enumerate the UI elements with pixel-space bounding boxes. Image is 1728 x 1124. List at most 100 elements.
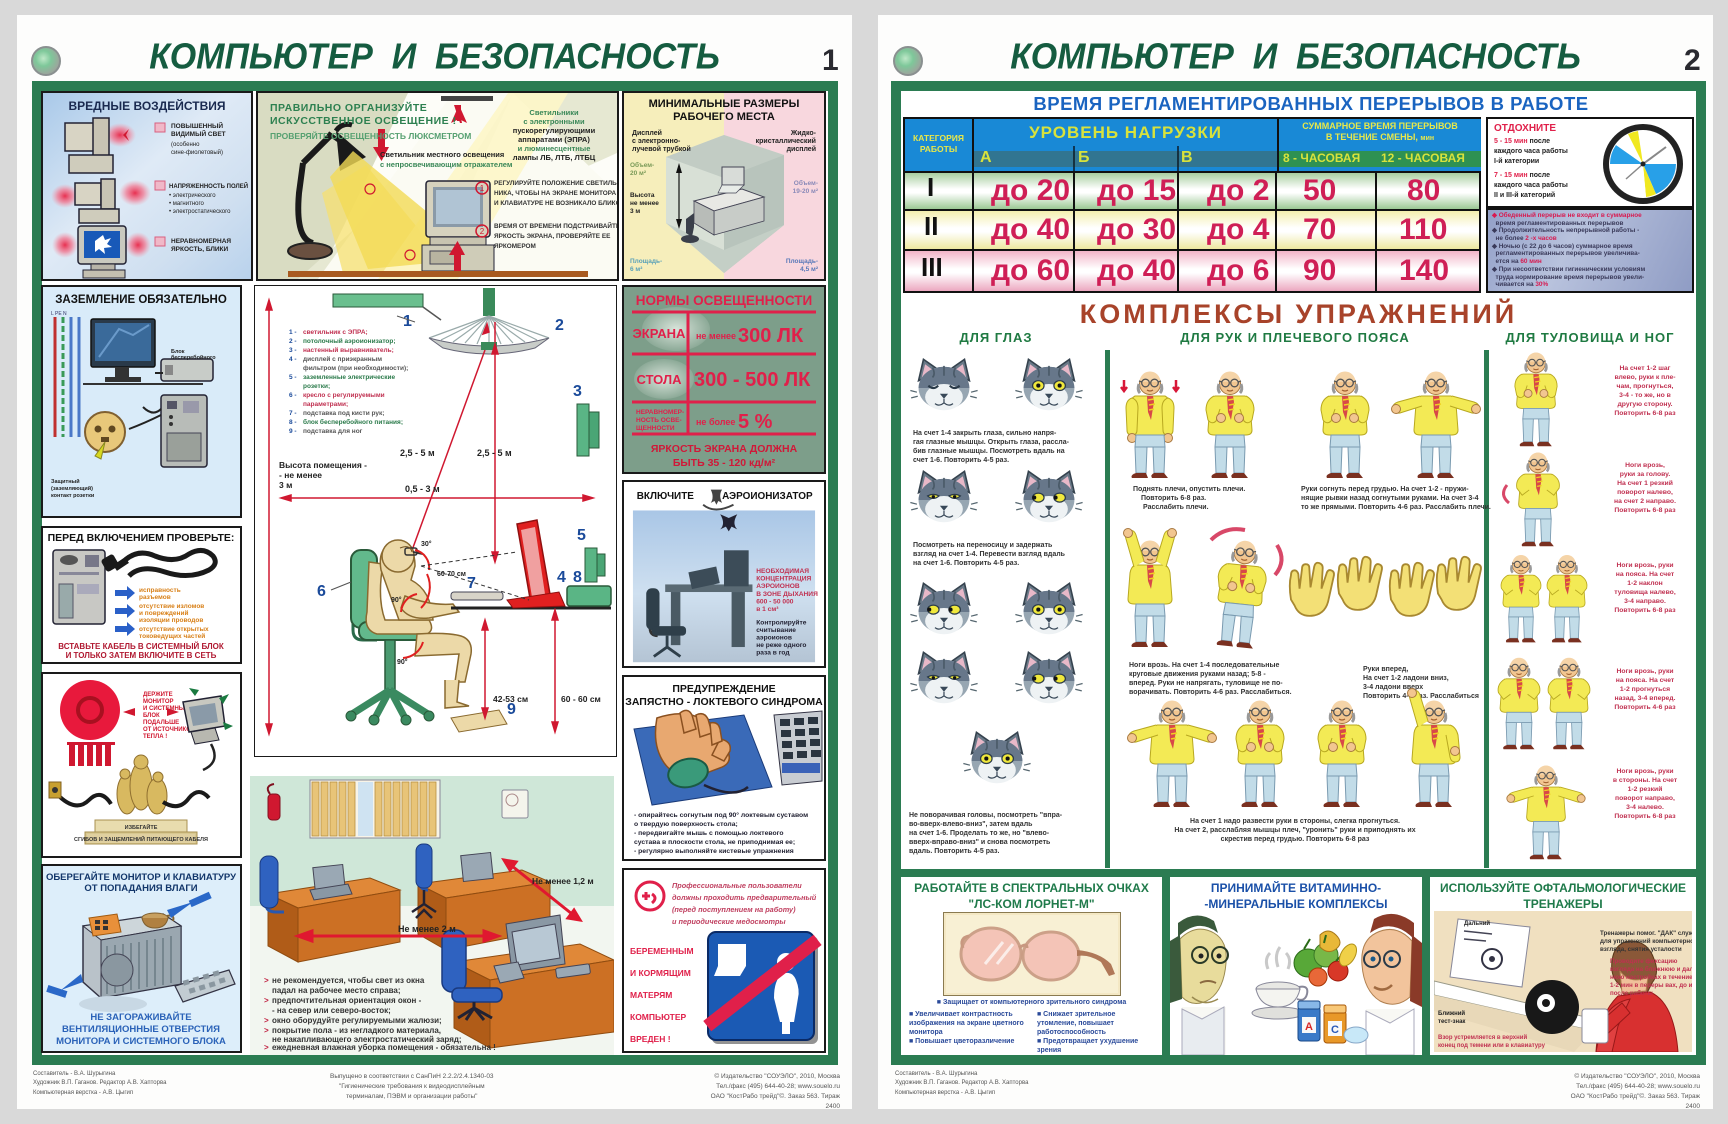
svg-text:падал на рабочее место справа;: падал на рабочее место справа; <box>272 986 401 995</box>
svg-text:лампы ЛБ, ЛТБ, ЛТБЦ: лампы ЛБ, ЛТБ, ЛТБЦ <box>513 153 596 162</box>
svg-text:3-4 - то же, но в: 3-4 - то же, но в <box>1619 392 1671 399</box>
svg-text:3 -: 3 - <box>289 347 297 354</box>
svg-text:ЯРКОСТЬ ЭКРАНА, ПРОВЕРЯЙТЕ ЕЕ: ЯРКОСТЬ ЭКРАНА, ПРОВЕРЯЙТЕ ЕЕ <box>494 231 611 240</box>
svg-text:светильник с ЭПРА;: светильник с ЭПРА; <box>303 329 368 336</box>
svg-text:потолочный аэроионизатор;: потолочный аэроионизатор; <box>303 337 396 345</box>
svg-text:во-вверх-влево-вниз", затем вд: во-вверх-влево-вниз", затем вдаль <box>909 821 1033 828</box>
svg-text:поворот направо,: поворот направо, <box>1615 795 1675 802</box>
svg-text:вдаль. Повторить 4-5 раз.: вдаль. Повторить 4-5 раз. <box>909 848 999 855</box>
svg-text:2,5 - 5 м: 2,5 - 5 м <box>400 448 435 458</box>
svg-text:считывание: считывание <box>756 627 796 634</box>
svg-text:для упражнений компьютерного: для упражнений компьютерного <box>1600 938 1692 945</box>
svg-text:Ноги врозь, руки: Ноги врозь, руки <box>1616 668 1673 675</box>
svg-text:Повторить 6-8 раз: Повторить 6-8 раз <box>1614 410 1676 417</box>
svg-text:Светильники: Светильники <box>529 108 579 117</box>
svg-text:на счет 1-6. Проделать то же,: на счет 1-6. Проделать то же, но "влево- <box>909 830 1050 837</box>
svg-text:3 м: 3 м <box>630 208 640 215</box>
svg-text:нящие рывки назад согнутыми ру: нящие рывки назад согнутыми руками. На с… <box>1301 495 1479 502</box>
svg-text:ЯРКОСТЬ, БЛИКИ: ЯРКОСТЬ, БЛИКИ <box>171 246 229 253</box>
svg-text:1: 1 <box>480 184 485 193</box>
svg-text:Ноги врозь,: Ноги врозь, <box>1625 462 1665 469</box>
svg-text:бесперебойного: бесперебойного <box>171 354 216 361</box>
svg-text:вперед. Руки не напрягать, тул: вперед. Руки не напрягать, туловище не п… <box>1129 680 1283 687</box>
svg-text:3: 3 <box>573 383 582 400</box>
svg-text:покрытие пола - из негладкого: покрытие пола - из негладкого материала, <box>272 1026 441 1035</box>
svg-text:L PE N: L PE N <box>51 311 67 317</box>
svg-text:БЫТЬ 35 - 120 кд/м²: БЫТЬ 35 - 120 кд/м² <box>673 457 776 469</box>
svg-text:На счет 1 резкий: На счет 1 резкий <box>1617 479 1673 487</box>
svg-text:НИКА, ЧТОБЫ НА ЭКРАНЕ МОНИТОР: НИКА, ЧТОБЫ НА ЭКРАНЕ МОНИТОРА <box>494 190 616 197</box>
svg-text:8 -: 8 - <box>289 419 297 426</box>
svg-text:ПЕРЕД ВКЛЮЧЕНИЕМ ПРОВЕРЬТЕ:: ПЕРЕД ВКЛЮЧЕНИЕМ ПРОВЕРЬТЕ: <box>48 532 235 544</box>
svg-text:МАТЕРЯМ: МАТЕРЯМ <box>630 990 672 1000</box>
svg-text:ВРЕМЯ ОТ ВРЕМЕНИ ПОДСТРАИВАЙТЕ: ВРЕМЯ ОТ ВРЕМЕНИ ПОДСТРАИВАЙТЕ <box>494 221 617 230</box>
svg-text:АЭРОИОНИЗАТОР: АЭРОИОНИЗАТОР <box>722 491 813 502</box>
svg-text:6 м²: 6 м² <box>630 266 643 273</box>
svg-text:ОТ ИСТОЧНИКОВ: ОТ ИСТОЧНИКОВ <box>143 727 196 733</box>
svg-text:Площадь-: Площадь- <box>630 258 662 265</box>
svg-text:На счет 1-2 шаг: На счет 1-2 шаг <box>1619 365 1670 372</box>
svg-text:на счет 1-6. Повторить 4-5 раз: на счет 1-6. Повторить 4-5 раз. <box>913 560 1019 567</box>
svg-text:На счет 2, расслабляя мышцы пл: На счет 2, расслабляя мышцы плеч, "урони… <box>1174 826 1415 834</box>
svg-text:сине-фиолетовый): сине-фиолетовый) <box>171 149 223 156</box>
svg-text:1: 1 <box>403 313 412 330</box>
svg-text:Профессиональные пользователи: Профессиональные пользователи <box>672 881 802 890</box>
svg-text:на пояса. На счет: на пояса. На счет <box>1616 677 1675 684</box>
svg-text:ворачивать. Повторить 4-6 раз.: ворачивать. Повторить 4-6 раз. Расслабит… <box>1129 688 1292 696</box>
svg-text:параметрами;: параметрами; <box>303 401 348 408</box>
svg-text:ДЛЯ ГЛАЗ: ДЛЯ ГЛАЗ <box>959 330 1032 345</box>
svg-text:Руки вперед,: Руки вперед, <box>1363 666 1408 673</box>
svg-text:А: А <box>1305 1021 1313 1033</box>
svg-text:Повторить 6-8 раз: Повторить 6-8 раз <box>1614 813 1676 820</box>
svg-text:не более: не более <box>696 417 735 427</box>
svg-text:5 -: 5 - <box>289 374 297 381</box>
svg-text:Тренажеры помог. "ДАК" служат: Тренажеры помог. "ДАК" служат <box>1600 930 1692 937</box>
svg-text:И КОРМЯЩИМ: И КОРМЯЩИМ <box>630 968 691 978</box>
svg-text:90°: 90° <box>397 658 408 666</box>
svg-text:ОТ ПОПАДАНИЯ ВЛАГИ: ОТ ПОПАДАНИЯ ВЛАГИ <box>84 883 197 894</box>
svg-text:НОРМЫ ОСВЕЩЕННОСТИ: НОРМЫ ОСВЕЩЕННОСТИ <box>636 293 812 308</box>
svg-text:Не поворачивая головы, посмотр: Не поворачивая головы, посмотреть "впра- <box>909 812 1063 819</box>
svg-text:чам, прогнуться,: чам, прогнуться, <box>1617 383 1674 390</box>
svg-text:Блок: Блок <box>171 349 185 355</box>
svg-text:Защитный: Защитный <box>51 478 80 485</box>
svg-text:ДЛЯ РУК И ПЛЕЧЕВОГО ПОЯСА: ДЛЯ РУК И ПЛЕЧЕВОГО ПОЯСА <box>1180 330 1410 345</box>
svg-text:контакт розетки: контакт розетки <box>51 493 94 499</box>
svg-text:>: > <box>264 1043 269 1052</box>
svg-text:4,5 м²: 4,5 м² <box>800 266 819 273</box>
svg-text:ТЕПЛА !: ТЕПЛА ! <box>143 734 167 740</box>
svg-text:В ЗОНЕ ДЫХАНИЯ: В ЗОНЕ ДЫХАНИЯ <box>756 591 818 598</box>
svg-text:окно оборудуйте регулируемыми: окно оборудуйте регулируемыми жалюзи; <box>272 1016 442 1025</box>
svg-text:ВКЛЮЧИТЕ: ВКЛЮЧИТЕ <box>637 491 695 502</box>
svg-text:2,5 - 5 м: 2,5 - 5 м <box>477 448 512 458</box>
svg-text:взгляда на ближнюю и даль-: взгляда на ближнюю и даль- <box>1610 966 1692 973</box>
svg-text:ВРЕДЕН !: ВРЕДЕН ! <box>630 1034 671 1044</box>
svg-text:не менее: не менее <box>696 331 736 341</box>
svg-text:И СИСТЕМНЫЙ: И СИСТЕМНЫЙ <box>143 704 189 712</box>
svg-text:300 ЛК: 300 ЛК <box>738 325 804 347</box>
svg-text:конец под темени или в клавиат: конец под темени или в клавиатуру <box>1438 1043 1546 1049</box>
svg-text:Дисплей: Дисплей <box>632 129 662 137</box>
svg-text:тест-знак: тест-знак <box>1438 1019 1465 1025</box>
svg-text:Объем-: Объем- <box>794 179 818 187</box>
svg-text:3-4 налево.: 3-4 налево. <box>1626 804 1664 811</box>
svg-text:ДЛЯ ТУЛОВИЩА И НОГ: ДЛЯ ТУЛОВИЩА И НОГ <box>1506 330 1675 345</box>
svg-text:2 -: 2 - <box>289 338 297 345</box>
svg-text:300 - 500 ЛК: 300 - 500 ЛК <box>694 369 811 391</box>
svg-text:>: > <box>264 1016 269 1025</box>
svg-text:ЯРКОМЕРОМ: ЯРКОМЕРОМ <box>494 243 536 250</box>
svg-text:взгляд на счет 1-4. Перевести: взгляд на счет 1-4. Перевести взгляд вда… <box>913 551 1066 558</box>
svg-text:кристаллический: кристаллический <box>756 137 816 145</box>
svg-text:- не менее: - не менее <box>279 470 322 480</box>
svg-text:НАПРЯЖЕННОСТЬ ПОЛЕЙ: НАПРЯЖЕННОСТЬ ПОЛЕЙ <box>169 182 248 190</box>
svg-text:заземленные электрические: заземленные электрические <box>303 374 395 381</box>
svg-text:ЗАПЯСТНО - ЛОКТЕВОГО СИНДРОМА: ЗАПЯСТНО - ЛОКТЕВОГО СИНДРОМА <box>625 696 823 708</box>
svg-text:вверх-вправо-вниз" и снова пос: вверх-вправо-вниз" и снова посмотреть <box>909 839 1051 846</box>
svg-text:СТОЛА: СТОЛА <box>637 372 683 387</box>
svg-text:с непросвечивающим отражателем: с непросвечивающим отражателем <box>380 160 513 169</box>
svg-text:2: 2 <box>480 227 485 236</box>
svg-text:НЕОБХОДИМАЯ: НЕОБХОДИМАЯ <box>756 568 809 575</box>
svg-text:руки за голову.: руки за голову. <box>1620 471 1671 478</box>
svg-text:другую сторону.: другую сторону. <box>1617 401 1672 408</box>
svg-text:Взор устремляется в верхний: Взор устремляется в верхний <box>1438 1034 1527 1041</box>
